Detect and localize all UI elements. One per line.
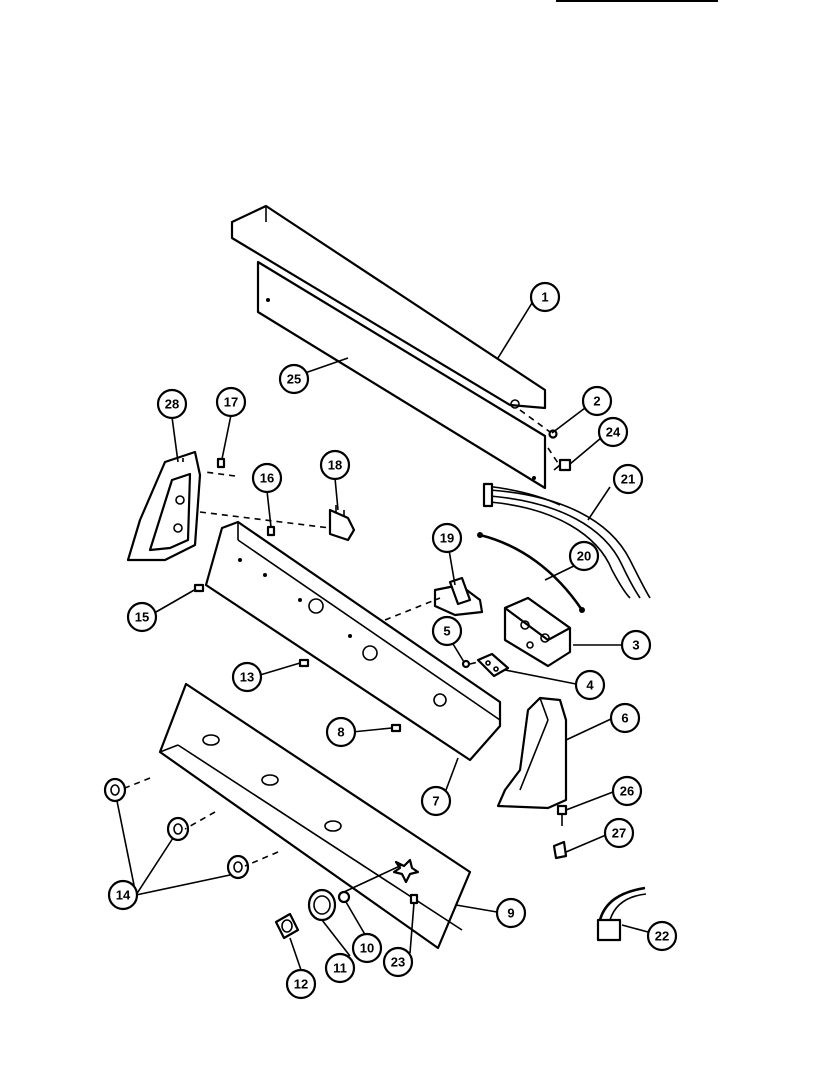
svg-text:23: 23 [391, 955, 405, 970]
callout-1: 1 [529, 281, 561, 313]
callout-19: 19 [431, 522, 463, 554]
part-screw-24 [553, 458, 572, 472]
svg-text:7: 7 [432, 794, 439, 809]
leader-lines [116, 302, 649, 971]
part-fastener-26 [556, 804, 568, 826]
part-screw-15 [193, 583, 205, 593]
part-harness-22 [596, 886, 647, 942]
header-rule [556, 0, 718, 2]
callout-15: 15 [126, 601, 158, 633]
callout-18: 18 [319, 449, 351, 481]
callout-4: 4 [574, 669, 606, 701]
callout-28: 28 [156, 388, 188, 420]
svg-text:16: 16 [260, 471, 274, 486]
callout-10: 10 [351, 932, 383, 964]
part-washer-10 [337, 890, 351, 904]
part-knob-11 [307, 888, 337, 922]
callout-12: 12 [285, 968, 317, 1000]
svg-text:15: 15 [135, 610, 149, 625]
svg-text:10: 10 [360, 941, 374, 956]
svg-text:24: 24 [606, 425, 621, 440]
callout-23: 23 [382, 946, 414, 978]
part-screw-16 [266, 525, 276, 537]
svg-text:9: 9 [507, 906, 514, 921]
callout-8: 8 [325, 716, 357, 748]
svg-text:20: 20 [577, 549, 591, 564]
callout-9: 9 [495, 897, 527, 929]
part-screw-13 [298, 658, 310, 668]
svg-text:5: 5 [443, 624, 450, 639]
callout-26: 26 [611, 775, 643, 807]
callout-5: 5 [431, 615, 463, 647]
part-wire-harness-21 [482, 482, 651, 599]
part-screw-8 [390, 723, 402, 733]
part-knob-12 [274, 912, 300, 940]
callout-21: 21 [612, 463, 644, 495]
callout-22: 22 [646, 920, 678, 952]
svg-text:21: 21 [621, 472, 635, 487]
part-screw-17 [216, 457, 226, 469]
part-timer-3 [503, 596, 572, 668]
part-screw-23 [409, 893, 419, 905]
callout-27: 27 [603, 817, 635, 849]
svg-text:13: 13 [240, 670, 254, 685]
svg-text:6: 6 [621, 711, 628, 726]
callout-13: 13 [231, 661, 263, 693]
svg-text:22: 22 [655, 929, 669, 944]
svg-text:11: 11 [333, 961, 347, 976]
svg-text:8: 8 [337, 725, 344, 740]
part-screw-5 [461, 659, 471, 669]
svg-text:25: 25 [287, 372, 301, 387]
part-switch-18 [199, 505, 356, 542]
svg-text:17: 17 [224, 395, 238, 410]
part-bracket-28 [126, 450, 202, 562]
part-clip-27 [552, 840, 568, 860]
svg-text:26: 26 [620, 784, 634, 799]
callout-6: 6 [609, 702, 641, 734]
svg-text:19: 19 [440, 531, 454, 546]
part-wire-20 [477, 532, 585, 613]
part-end-cap-6 [496, 696, 568, 810]
callout-7: 7 [420, 785, 452, 817]
svg-text:2: 2 [593, 394, 600, 409]
callout-14: 14 [107, 879, 139, 911]
svg-text:14: 14 [116, 888, 131, 903]
callout-24: 24 [597, 416, 629, 448]
callout-17: 17 [215, 386, 247, 418]
svg-text:12: 12 [294, 977, 308, 992]
callout-16: 16 [251, 462, 283, 494]
svg-text:3: 3 [632, 638, 639, 653]
part-bushings-14 [103, 777, 250, 880]
part-screw-2 [519, 409, 558, 439]
part-plate-4 [476, 652, 510, 678]
callout-3: 3 [620, 629, 652, 661]
svg-text:28: 28 [165, 397, 179, 412]
part-back-panel [256, 260, 547, 490]
svg-text:4: 4 [586, 678, 594, 693]
svg-text:27: 27 [612, 826, 626, 841]
callout-25: 25 [278, 363, 310, 395]
part-selector-switch-19 [384, 576, 484, 621]
svg-text:18: 18 [328, 458, 342, 473]
callout-20: 20 [568, 540, 600, 572]
svg-text:1: 1 [541, 290, 548, 305]
callout-11: 11 [324, 952, 356, 984]
callout-2: 2 [581, 385, 613, 417]
part-control-panel-7 [204, 520, 502, 762]
